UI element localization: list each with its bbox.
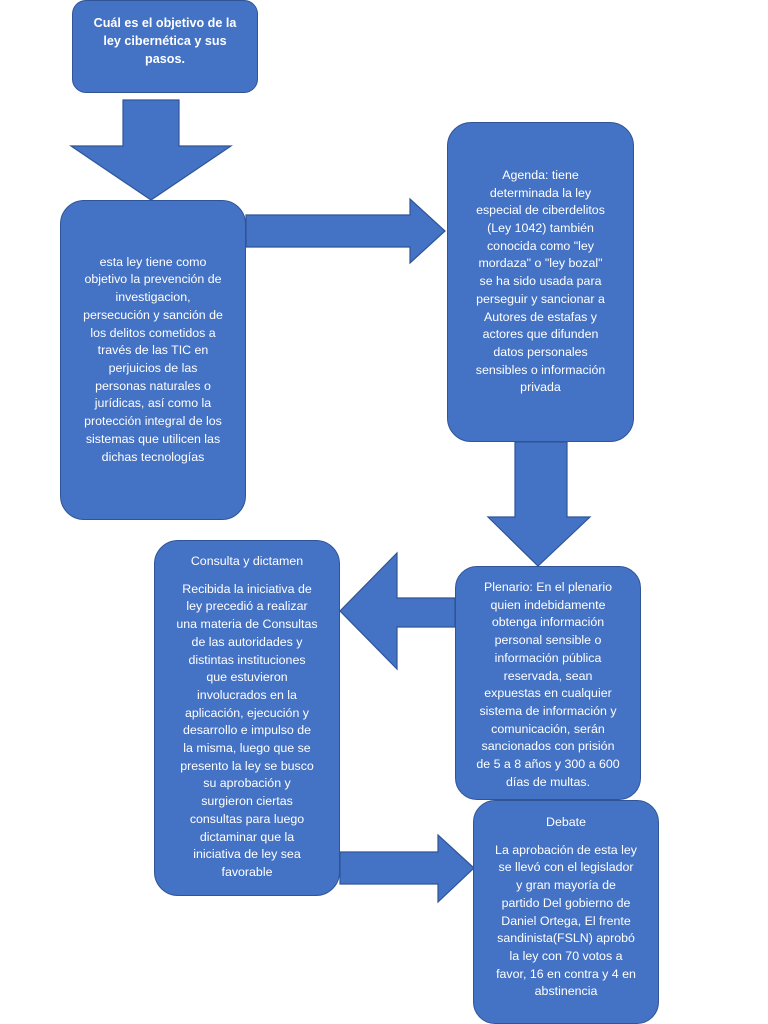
title-text: Cuál es el objetivo de la ley cibernétic… xyxy=(93,16,237,66)
node-objetivo-text: esta ley tiene como objetivo la prevenci… xyxy=(83,254,223,464)
node-consulta: Consulta y dictamen Recibida la iniciati… xyxy=(154,540,340,896)
node-agenda-text: Agenda: tiene determinada la ley especia… xyxy=(475,167,606,395)
node-debate-text: La aprobación de esta ley se llevó con e… xyxy=(495,842,637,999)
arrow-title-to-objetivo xyxy=(69,99,233,201)
node-consulta-heading: Consulta y dictamen xyxy=(190,554,304,568)
node-debate-heading: Debate xyxy=(546,815,586,829)
node-debate: Debate La aprobación de esta ley se llev… xyxy=(473,800,659,1024)
node-agenda: Agenda: tiene determinada la ley especia… xyxy=(447,122,634,442)
node-plenario-text: Plenario: En el plenario quien indebidam… xyxy=(476,580,620,789)
arrow-plenario-to-consulta xyxy=(339,551,456,671)
node-plenario: Plenario: En el plenario quien indebidam… xyxy=(455,566,641,800)
node-consulta-text: Recibida la iniciativa de ley precedió a… xyxy=(176,581,318,879)
arrow-agenda-to-plenario xyxy=(486,441,592,567)
title-node: Cuál es el objetivo de la ley cibernétic… xyxy=(72,0,258,93)
arrow-objetivo-to-agenda xyxy=(245,197,446,265)
node-objetivo: esta ley tiene como objetivo la prevenci… xyxy=(60,200,246,520)
arrow-consulta-to-debate xyxy=(339,833,475,904)
